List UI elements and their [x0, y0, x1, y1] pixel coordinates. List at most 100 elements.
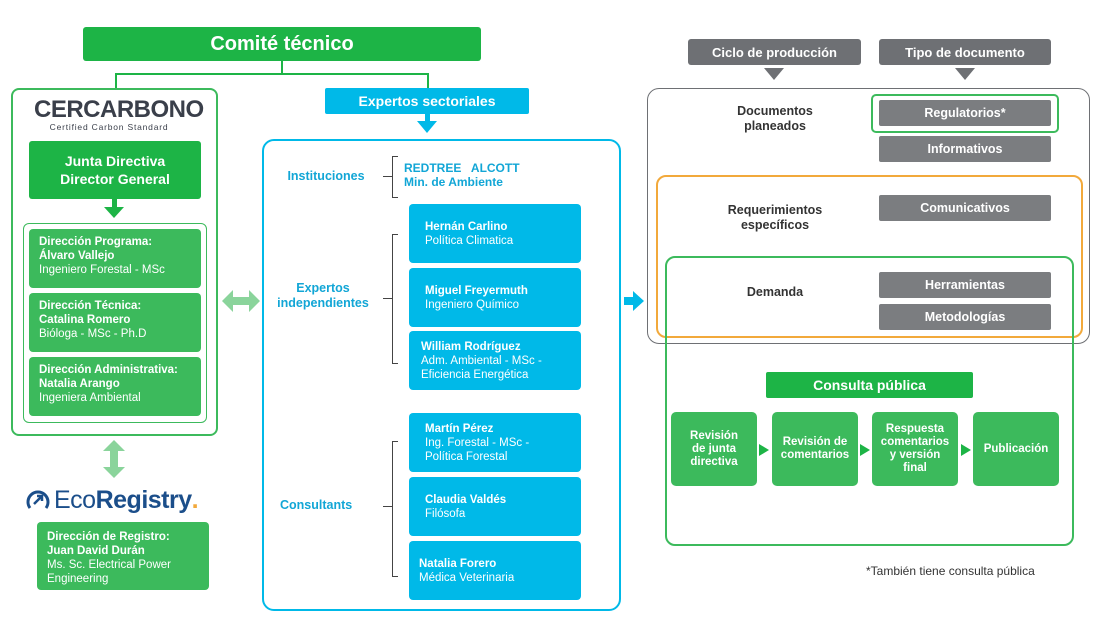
committee-connector-left [115, 73, 117, 89]
tools-box: Herramientas [879, 272, 1051, 298]
independent-label-line1: Expertos [296, 281, 350, 295]
planned-line2: planeados [744, 119, 806, 133]
consultants-bracket-mid [383, 506, 392, 507]
informative-box: Informativos [879, 136, 1051, 162]
institutions-line1: REDTREE ALCOTT [404, 161, 520, 175]
consultant-card: Claudia Valdés Filósofa [409, 477, 581, 536]
direction-program-title: Dirección Programa: [39, 236, 153, 248]
direction-admin-title: Dirección Administrativa: [39, 364, 178, 376]
cycle-arrow-down-icon [764, 68, 784, 80]
consultant-name: Martín Pérez [425, 422, 494, 435]
step-response-4: final [903, 462, 927, 474]
ecoregistry-logo-icon [26, 490, 50, 509]
expert-name: Miguel Freyermuth [425, 284, 528, 297]
institutions-line2: Min. de Ambiente [404, 175, 503, 189]
direction-technical-title: Dirección Técnica: [39, 300, 142, 312]
vertical-double-arrow-icon [103, 440, 125, 478]
consultant-card: Natalia Forero Médica Veterinaria [409, 541, 581, 600]
step-board-review-3: directiva [690, 455, 738, 468]
type-arrow-down-icon [955, 68, 975, 80]
step-arrow-3-icon [961, 444, 971, 456]
ecoregistry-logo-dot: . [191, 485, 199, 514]
step-arrow-1-icon [759, 444, 769, 456]
experts-arrow-down-icon [417, 121, 437, 133]
consultant-detail: Filósofa [425, 507, 466, 520]
regulatory-outline [871, 94, 1059, 133]
cercarbono-panel [11, 88, 218, 436]
step-response-3: y versión [889, 449, 941, 461]
right-arrow-icon [624, 291, 644, 311]
registry-title: Dirección de Registro: [47, 531, 170, 543]
communicative-box: Comunicativos [879, 195, 1051, 221]
direction-technical-name: Catalina Romero [39, 314, 131, 326]
consultant-card: Martín Pérez Ing. Forestal - MSc - Polít… [409, 413, 581, 472]
specific-panel [656, 175, 1083, 338]
ecoregistry-logo-registry: Registry [95, 485, 193, 514]
consultant-name: Claudia Valdés [425, 493, 507, 506]
institutions-label: Instituciones [287, 169, 365, 183]
step-comments-review-2: comentarios [780, 449, 850, 461]
consultants-bracket-v [392, 441, 393, 577]
registry-name: Juan David Durán [47, 545, 145, 557]
expert-detail: Ingeniero Químico [425, 298, 519, 311]
expert-name: William Rodríguez [421, 340, 521, 353]
step-arrow-2-icon [860, 444, 870, 456]
specific-line2: específicos [740, 218, 810, 232]
board-arrow-stem [112, 199, 117, 208]
ecoregistry-logo: Eco Registry . [26, 485, 206, 515]
footnote: *También tiene consulta pública [866, 564, 1035, 578]
independent-label-line2: independientes [277, 296, 369, 310]
registry-direction: Dirección de Registro: Juan David Durán … [37, 522, 209, 590]
expert-card: Miguel Freyermuth Ingeniero Químico [409, 268, 581, 327]
direction-technical-detail: Bióloga - MSc - Ph.D [39, 328, 147, 340]
consultants-bracket-top [392, 441, 398, 442]
experts-header: Expertos sectoriales [325, 88, 529, 114]
institutions-bracket-bot [392, 197, 398, 198]
specific-line1: Requerimientos [727, 203, 823, 217]
cercarbono-logo: CERCARBONO Certified Carbon Standard [34, 96, 204, 134]
public-consultation-title: Consulta pública [766, 372, 973, 398]
committee-connector-v [281, 61, 283, 74]
cycle-header: Ciclo de producción [688, 39, 861, 65]
step-response: Respuesta comentarios y versión final [872, 412, 958, 486]
step-comments-review-1: Revisión de [782, 436, 848, 448]
consultants-bracket-bot [392, 576, 398, 577]
experts-arrow-stem [425, 114, 430, 122]
planned-line1: Documentos [737, 104, 813, 118]
direction-program-name: Álvaro Vallejo [39, 250, 115, 262]
independent-bracket-v [392, 234, 393, 364]
direction-program-detail: Ingeniero Forestal - MSc [39, 264, 165, 276]
step-comments-review: Revisión de comentarios [772, 412, 858, 486]
step-response-2: comentarios [880, 436, 950, 448]
direction-admin-detail: Ingeniera Ambiental [39, 392, 141, 404]
independent-bracket-mid [383, 298, 392, 299]
expert-detail-2: Eficiencia Energética [421, 368, 529, 381]
direction-admin-name: Natalia Arango [39, 378, 120, 390]
consultant-detail: Ing. Forestal - MSc - [425, 436, 530, 449]
direction-program: Dirección Programa: Álvaro Vallejo Ingen… [29, 229, 201, 288]
registry-detail-1: Ms. Sc. Electrical Power [47, 559, 171, 571]
independent-bracket-top [392, 234, 398, 235]
methodologies-box: Metodologías [879, 304, 1051, 330]
committee-connector-right [427, 73, 429, 89]
step-response-1: Respuesta [885, 423, 945, 435]
documents-panel [647, 88, 1090, 344]
expert-name: Hernán Carlino [425, 220, 508, 233]
direction-technical: Dirección Técnica: Catalina Romero Biólo… [29, 293, 201, 352]
independent-label: Expertos independientes [268, 281, 378, 311]
board-line1: Junta Directiva [64, 153, 166, 169]
step-publication-1: Publicación [983, 442, 1049, 455]
cercarbono-logo-text: CERCARBONO [34, 96, 204, 123]
committee-title: Comité técnico [83, 27, 481, 61]
cercarbono-logo-sub: Certified Carbon Standard [49, 122, 169, 132]
horizontal-double-arrow-icon [222, 290, 260, 312]
planned-label: Documentos planeados [700, 104, 850, 134]
registry-detail-2: Engineering [47, 573, 109, 585]
institutions-bracket-mid [383, 176, 392, 177]
board-arrow-down-icon [104, 207, 124, 218]
consultant-detail-2: Política Forestal [425, 450, 508, 463]
step-board-review-2: de junta [691, 442, 737, 455]
consultants-label: Consultants [280, 498, 353, 512]
expert-card: William Rodríguez Adm. Ambiental - MSc -… [409, 331, 581, 390]
board-line2: Director General [60, 171, 170, 187]
